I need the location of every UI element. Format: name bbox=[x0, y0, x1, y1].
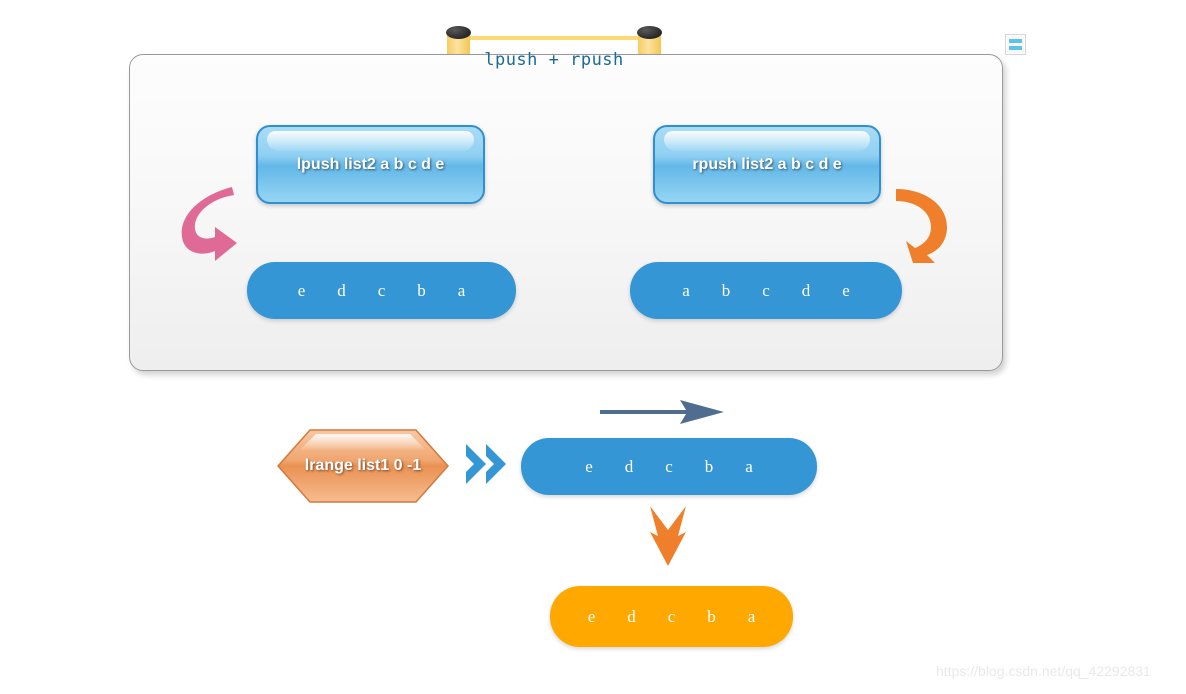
result-item: b bbox=[417, 280, 426, 300]
result-item: e bbox=[297, 280, 306, 300]
hexagon-node-lrange[interactable]: lrange list1 0 -1 bbox=[276, 428, 450, 504]
output-item: e bbox=[587, 606, 596, 626]
result-item: a bbox=[682, 280, 690, 300]
output-items: e d c b a bbox=[572, 607, 772, 627]
curved-arrow-right-icon bbox=[896, 189, 947, 263]
result-items: e d c b a bbox=[569, 457, 769, 477]
result-item: e bbox=[842, 280, 850, 300]
result-pill-lpush: e d c b a bbox=[247, 262, 516, 319]
command-button-lpush[interactable]: lpush list2 a b c d e bbox=[256, 125, 485, 204]
list-icon-bar bbox=[1009, 46, 1022, 50]
output-item: b bbox=[707, 606, 716, 626]
chevron-double-right-icon bbox=[466, 444, 506, 484]
result-item: d bbox=[624, 456, 634, 476]
arrow-down-icon bbox=[650, 506, 686, 566]
hexagon-label: lrange list1 0 -1 bbox=[304, 457, 422, 474]
watermark: https://blog.csdn.net/qq_42292831 bbox=[936, 663, 1151, 679]
flow-arrow-right-icon bbox=[600, 400, 724, 424]
result-pill-lrange: e d c b a bbox=[521, 438, 817, 495]
result-item: e bbox=[585, 456, 593, 476]
result-item: d bbox=[801, 280, 811, 300]
list-icon-bar bbox=[1009, 39, 1022, 43]
output-item: c bbox=[667, 606, 676, 626]
command-button-label: lpush list2 a b c d e bbox=[296, 155, 445, 173]
banner-cap-top-left bbox=[446, 26, 471, 39]
result-item: c bbox=[377, 280, 386, 300]
output-item: a bbox=[747, 606, 756, 626]
curved-arrow-left-icon bbox=[181, 187, 237, 261]
diagram-panel bbox=[129, 54, 1003, 371]
banner-cap-top-right bbox=[637, 26, 662, 39]
result-items: e d c b a bbox=[282, 281, 482, 301]
result-pill-rpush: a b c d e bbox=[630, 262, 902, 319]
result-item: a bbox=[457, 280, 466, 300]
scroll-banner: lpush + rpush bbox=[433, 26, 675, 93]
list-view-icon[interactable] bbox=[1005, 34, 1026, 55]
result-item: c bbox=[665, 456, 673, 476]
result-item: b bbox=[721, 280, 731, 300]
result-item: c bbox=[762, 280, 770, 300]
result-item: a bbox=[745, 456, 753, 476]
banner-title: lpush + rpush bbox=[484, 49, 624, 70]
result-item: d bbox=[337, 280, 346, 300]
result-items: a b c d e bbox=[666, 281, 866, 301]
command-button-label: rpush list2 a b c d e bbox=[692, 155, 842, 173]
output-pill-lrange: e d c b a bbox=[550, 586, 793, 647]
button-gloss bbox=[664, 131, 870, 151]
button-gloss bbox=[267, 131, 474, 151]
command-button-rpush[interactable]: rpush list2 a b c d e bbox=[653, 125, 881, 204]
output-item: d bbox=[627, 606, 636, 626]
hexagon-shape bbox=[276, 429, 450, 503]
result-item: b bbox=[704, 456, 714, 476]
